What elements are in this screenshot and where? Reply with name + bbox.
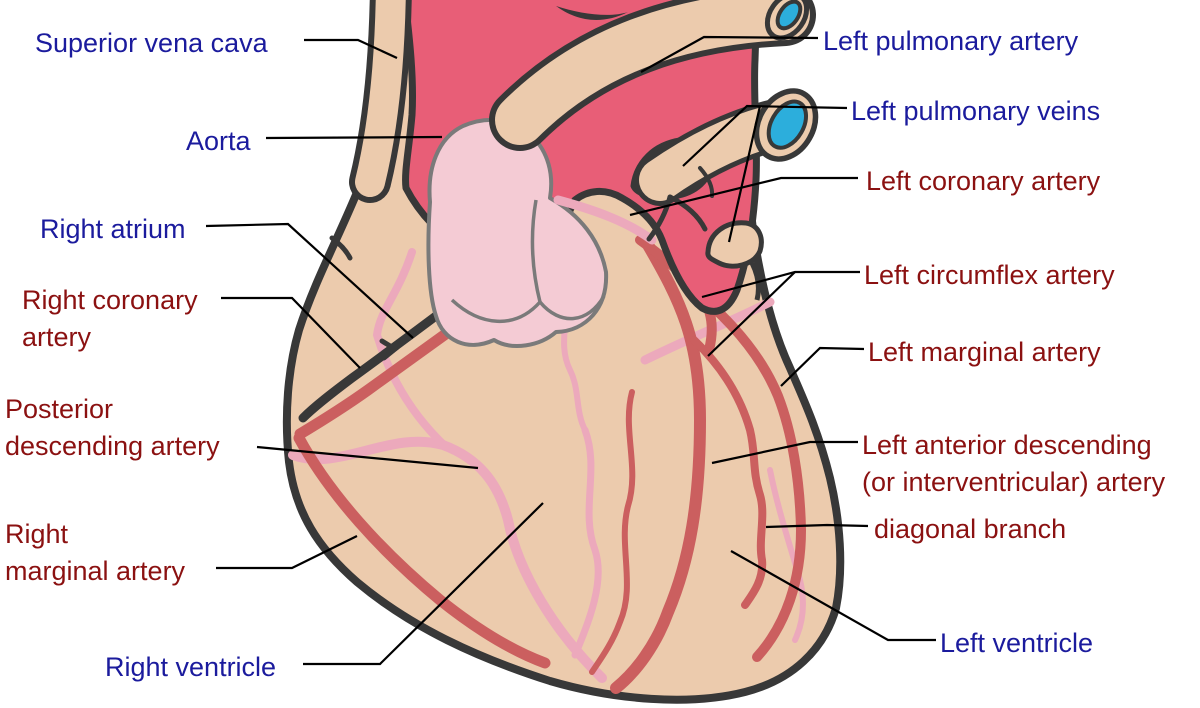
leader-left-circumflex-artery-2 bbox=[707, 271, 796, 357]
label-diagonal-branch: diagonal branch bbox=[874, 511, 1066, 548]
label-right-coronary-artery: Right coronary artery bbox=[22, 282, 198, 356]
label-line: Left pulmonary veins bbox=[851, 96, 1101, 126]
leader-right-atrium bbox=[205, 222, 414, 339]
leader-left-marginal-artery bbox=[780, 346, 865, 387]
label-left-pulmonary-artery: Left pulmonary artery bbox=[823, 23, 1078, 60]
vessel-lumen bbox=[766, 99, 809, 150]
label-line: Left ventricle bbox=[940, 628, 1094, 658]
leader-lines bbox=[205, 35, 936, 666]
label-left-pulmonary-veins: Left pulmonary veins bbox=[851, 93, 1100, 130]
label-left-coronary-artery: Left coronary artery bbox=[866, 163, 1100, 200]
label-line: Left marginal artery bbox=[868, 337, 1101, 367]
label-line: Left coronary artery bbox=[866, 166, 1101, 196]
label-line: Left circumflex artery bbox=[864, 260, 1115, 290]
border-notch bbox=[329, 235, 353, 261]
leader-left-ventricle bbox=[730, 550, 936, 642]
label-line: descending artery bbox=[5, 431, 220, 461]
label-left-marginal-artery: Left marginal artery bbox=[868, 334, 1101, 371]
leader-left-pulmonary-artery bbox=[640, 35, 819, 73]
cut-vessel-left-pulmonary-artery bbox=[764, 0, 810, 41]
label-line: marginal artery bbox=[5, 556, 186, 586]
pulmonary-valve-creases bbox=[450, 199, 606, 324]
label-line: Superior vena cava bbox=[35, 28, 268, 58]
label-left-circumflex-artery: Left circumflex artery bbox=[864, 257, 1115, 294]
vessel-lumen bbox=[775, 0, 803, 31]
label-left-ventricle: Left ventricle bbox=[940, 625, 1093, 662]
label-line: Right ventricle bbox=[105, 652, 277, 682]
svc-fill bbox=[355, 0, 406, 197]
pulmonary-trunk bbox=[426, 117, 609, 348]
label-superior-vena-cava: Superior vena cava bbox=[35, 25, 268, 62]
leader-left-pulmonary-veins-2 bbox=[727, 105, 762, 243]
groove-notch bbox=[379, 338, 400, 361]
left-marginal-artery-shape bbox=[698, 293, 807, 662]
label-line: diagonal branch bbox=[874, 514, 1067, 544]
leader-right-coronary-artery bbox=[221, 296, 361, 369]
label-line: (or interventricular) artery bbox=[862, 467, 1166, 497]
pulmonary-trunk-shape bbox=[426, 117, 609, 348]
septal-branch-shape bbox=[589, 389, 636, 675]
right-marginal-artery-shape bbox=[293, 432, 551, 669]
leader-left-pulmonary-veins bbox=[682, 104, 848, 167]
label-line: Posterior bbox=[5, 394, 114, 424]
pulmonary-vein-knob-lower bbox=[705, 220, 764, 269]
label-right-ventricle: Right ventricle bbox=[105, 649, 276, 686]
posterior-descending-artery-shape bbox=[288, 436, 607, 683]
label-line: Left anterior descending bbox=[862, 430, 1152, 460]
lpa-fill bbox=[495, 0, 810, 145]
label-right-atrium: Right atrium bbox=[40, 211, 186, 248]
leader-diagonal-branch bbox=[765, 523, 869, 529]
label-line: Aorta bbox=[186, 126, 251, 156]
label-right-marginal-artery: Right marginal artery bbox=[5, 516, 185, 590]
leader-right-ventricle bbox=[303, 502, 544, 666]
label-line: Left pulmonary artery bbox=[823, 26, 1079, 56]
label-line: artery bbox=[22, 322, 92, 352]
label-left-anterior-descending-artery: Left anterior descending (or interventri… bbox=[862, 427, 1165, 501]
left-anterior-descending-artery-shape bbox=[610, 239, 707, 694]
leader-aorta bbox=[265, 135, 443, 140]
label-posterior-descending-artery: Posterior descending artery bbox=[5, 391, 220, 465]
superior-vena-cava-shape bbox=[349, 0, 412, 203]
left-coronary-artery-shape bbox=[553, 195, 657, 245]
left-pulmonary-artery-shape bbox=[489, 0, 816, 151]
small-vein-shape bbox=[571, 426, 602, 659]
vein-branch-shape bbox=[372, 248, 450, 451]
leader-superior-vena-cava bbox=[304, 38, 398, 59]
label-line: Right coronary bbox=[22, 285, 198, 315]
leader-right-marginal-artery bbox=[216, 535, 358, 570]
leader-left-coronary-artery bbox=[629, 176, 858, 217]
aortic-root-crevices bbox=[646, 166, 715, 242]
label-line: Right bbox=[5, 519, 69, 549]
label-aorta: Aorta bbox=[186, 123, 251, 160]
arch-shadow bbox=[556, 6, 628, 20]
leader-posterior-descending-artery bbox=[256, 445, 479, 470]
diagonal-branch-shape bbox=[690, 336, 767, 609]
leader-left-anterior-descending bbox=[711, 440, 858, 465]
label-line: Right atrium bbox=[40, 214, 186, 244]
